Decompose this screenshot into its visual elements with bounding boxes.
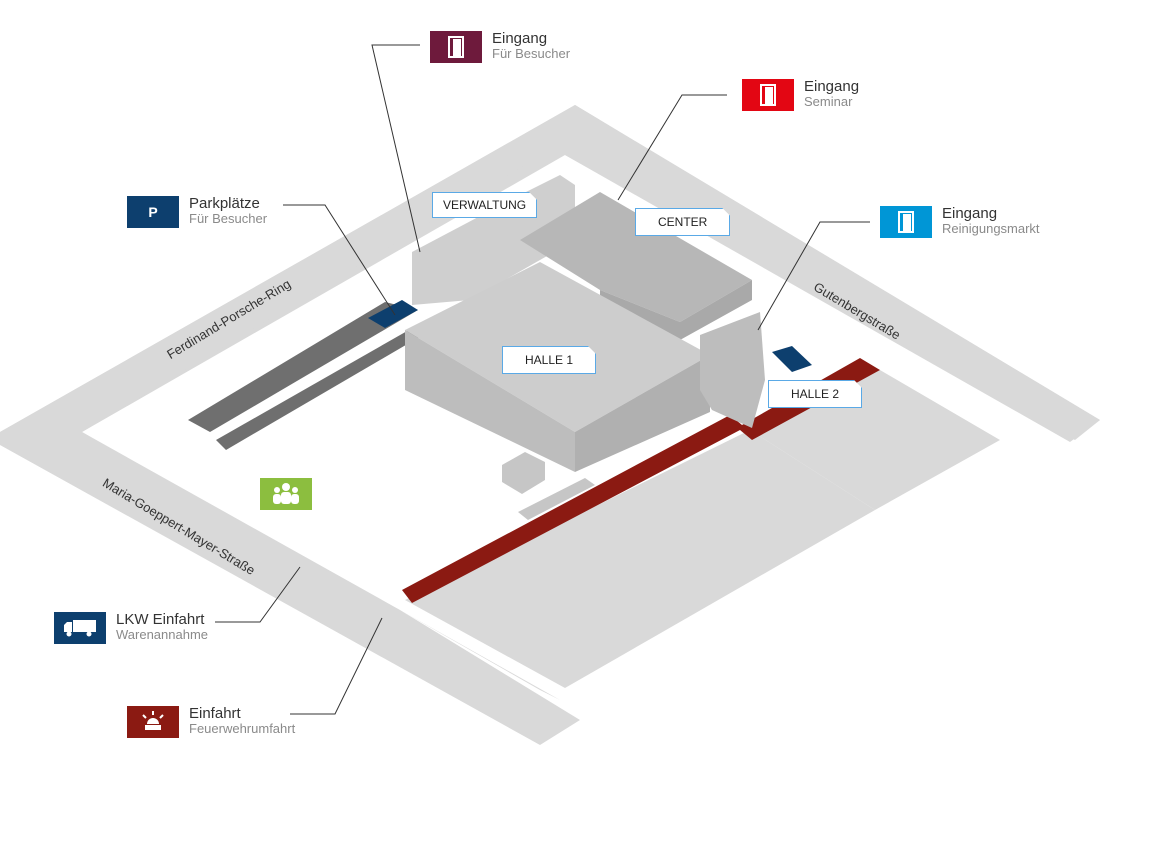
legend-feuerwehr: Einfahrt Feuerwehrumfahrt — [127, 706, 295, 738]
parking-row-1 — [188, 302, 418, 432]
center-building-wall — [600, 280, 752, 340]
legend-eingang-seminar: Eingang Seminar — [742, 79, 859, 111]
legend-title: Parkplätze — [189, 195, 260, 212]
legend-title: Eingang — [804, 78, 860, 95]
halle1-wall-west — [405, 330, 575, 472]
assembly-point — [260, 478, 312, 510]
lkw-badge — [54, 612, 106, 644]
legend-title: Eingang — [492, 30, 548, 47]
label-verwaltung: VERWALTUNG — [432, 192, 537, 218]
siren-icon — [142, 711, 164, 730]
door-icon — [448, 36, 464, 58]
paved-area-south — [405, 430, 875, 688]
legend-subtitle: Reinigungsmarkt — [942, 220, 1040, 236]
legend-subtitle: Warenannahme — [116, 626, 209, 642]
legend-subtitle: Für Besucher — [492, 45, 571, 61]
eingang-reinigung-badge — [880, 206, 932, 238]
door-icon — [760, 84, 776, 106]
label-halle1: HALLE 1 — [502, 346, 596, 374]
center-building-roof — [520, 192, 752, 322]
label-center: CENTER — [635, 208, 730, 236]
halle2-building — [700, 312, 765, 428]
loading-ramp — [518, 478, 595, 520]
parking-visitor-row-2 — [772, 346, 812, 372]
legend-title: Einfahrt — [189, 705, 241, 722]
legend-subtitle: Feuerwehrumfahrt — [189, 720, 296, 736]
legend-title: Eingang — [942, 205, 998, 222]
annex-small — [502, 452, 545, 494]
halle1-wall-east — [575, 355, 710, 472]
door-icon — [898, 211, 914, 233]
truck-icon — [64, 620, 96, 637]
parking-row-2 — [216, 318, 440, 450]
legend-parkplaetze: P Parkplätze Für Besucher — [127, 196, 267, 228]
legend-eingang-reinigung: Eingang Reinigungsmarkt — [880, 206, 1040, 238]
parking-icon: P — [127, 196, 179, 228]
fire-lane — [402, 358, 880, 603]
eingang-seminar-badge — [742, 79, 794, 111]
legend-lkw: LKW Einfahrt Warenannahme — [54, 612, 208, 644]
legend-eingang-besucher: Eingang Für Besucher — [430, 31, 570, 63]
people-group-icon — [273, 483, 299, 504]
eingang-besucher-badge — [430, 31, 482, 63]
legend-title: LKW Einfahrt — [116, 611, 205, 628]
label-halle2: HALLE 2 — [768, 380, 862, 408]
feuerwehr-badge — [127, 706, 179, 738]
legend-subtitle: Seminar — [804, 93, 853, 109]
legend-subtitle: Für Besucher — [189, 210, 268, 226]
